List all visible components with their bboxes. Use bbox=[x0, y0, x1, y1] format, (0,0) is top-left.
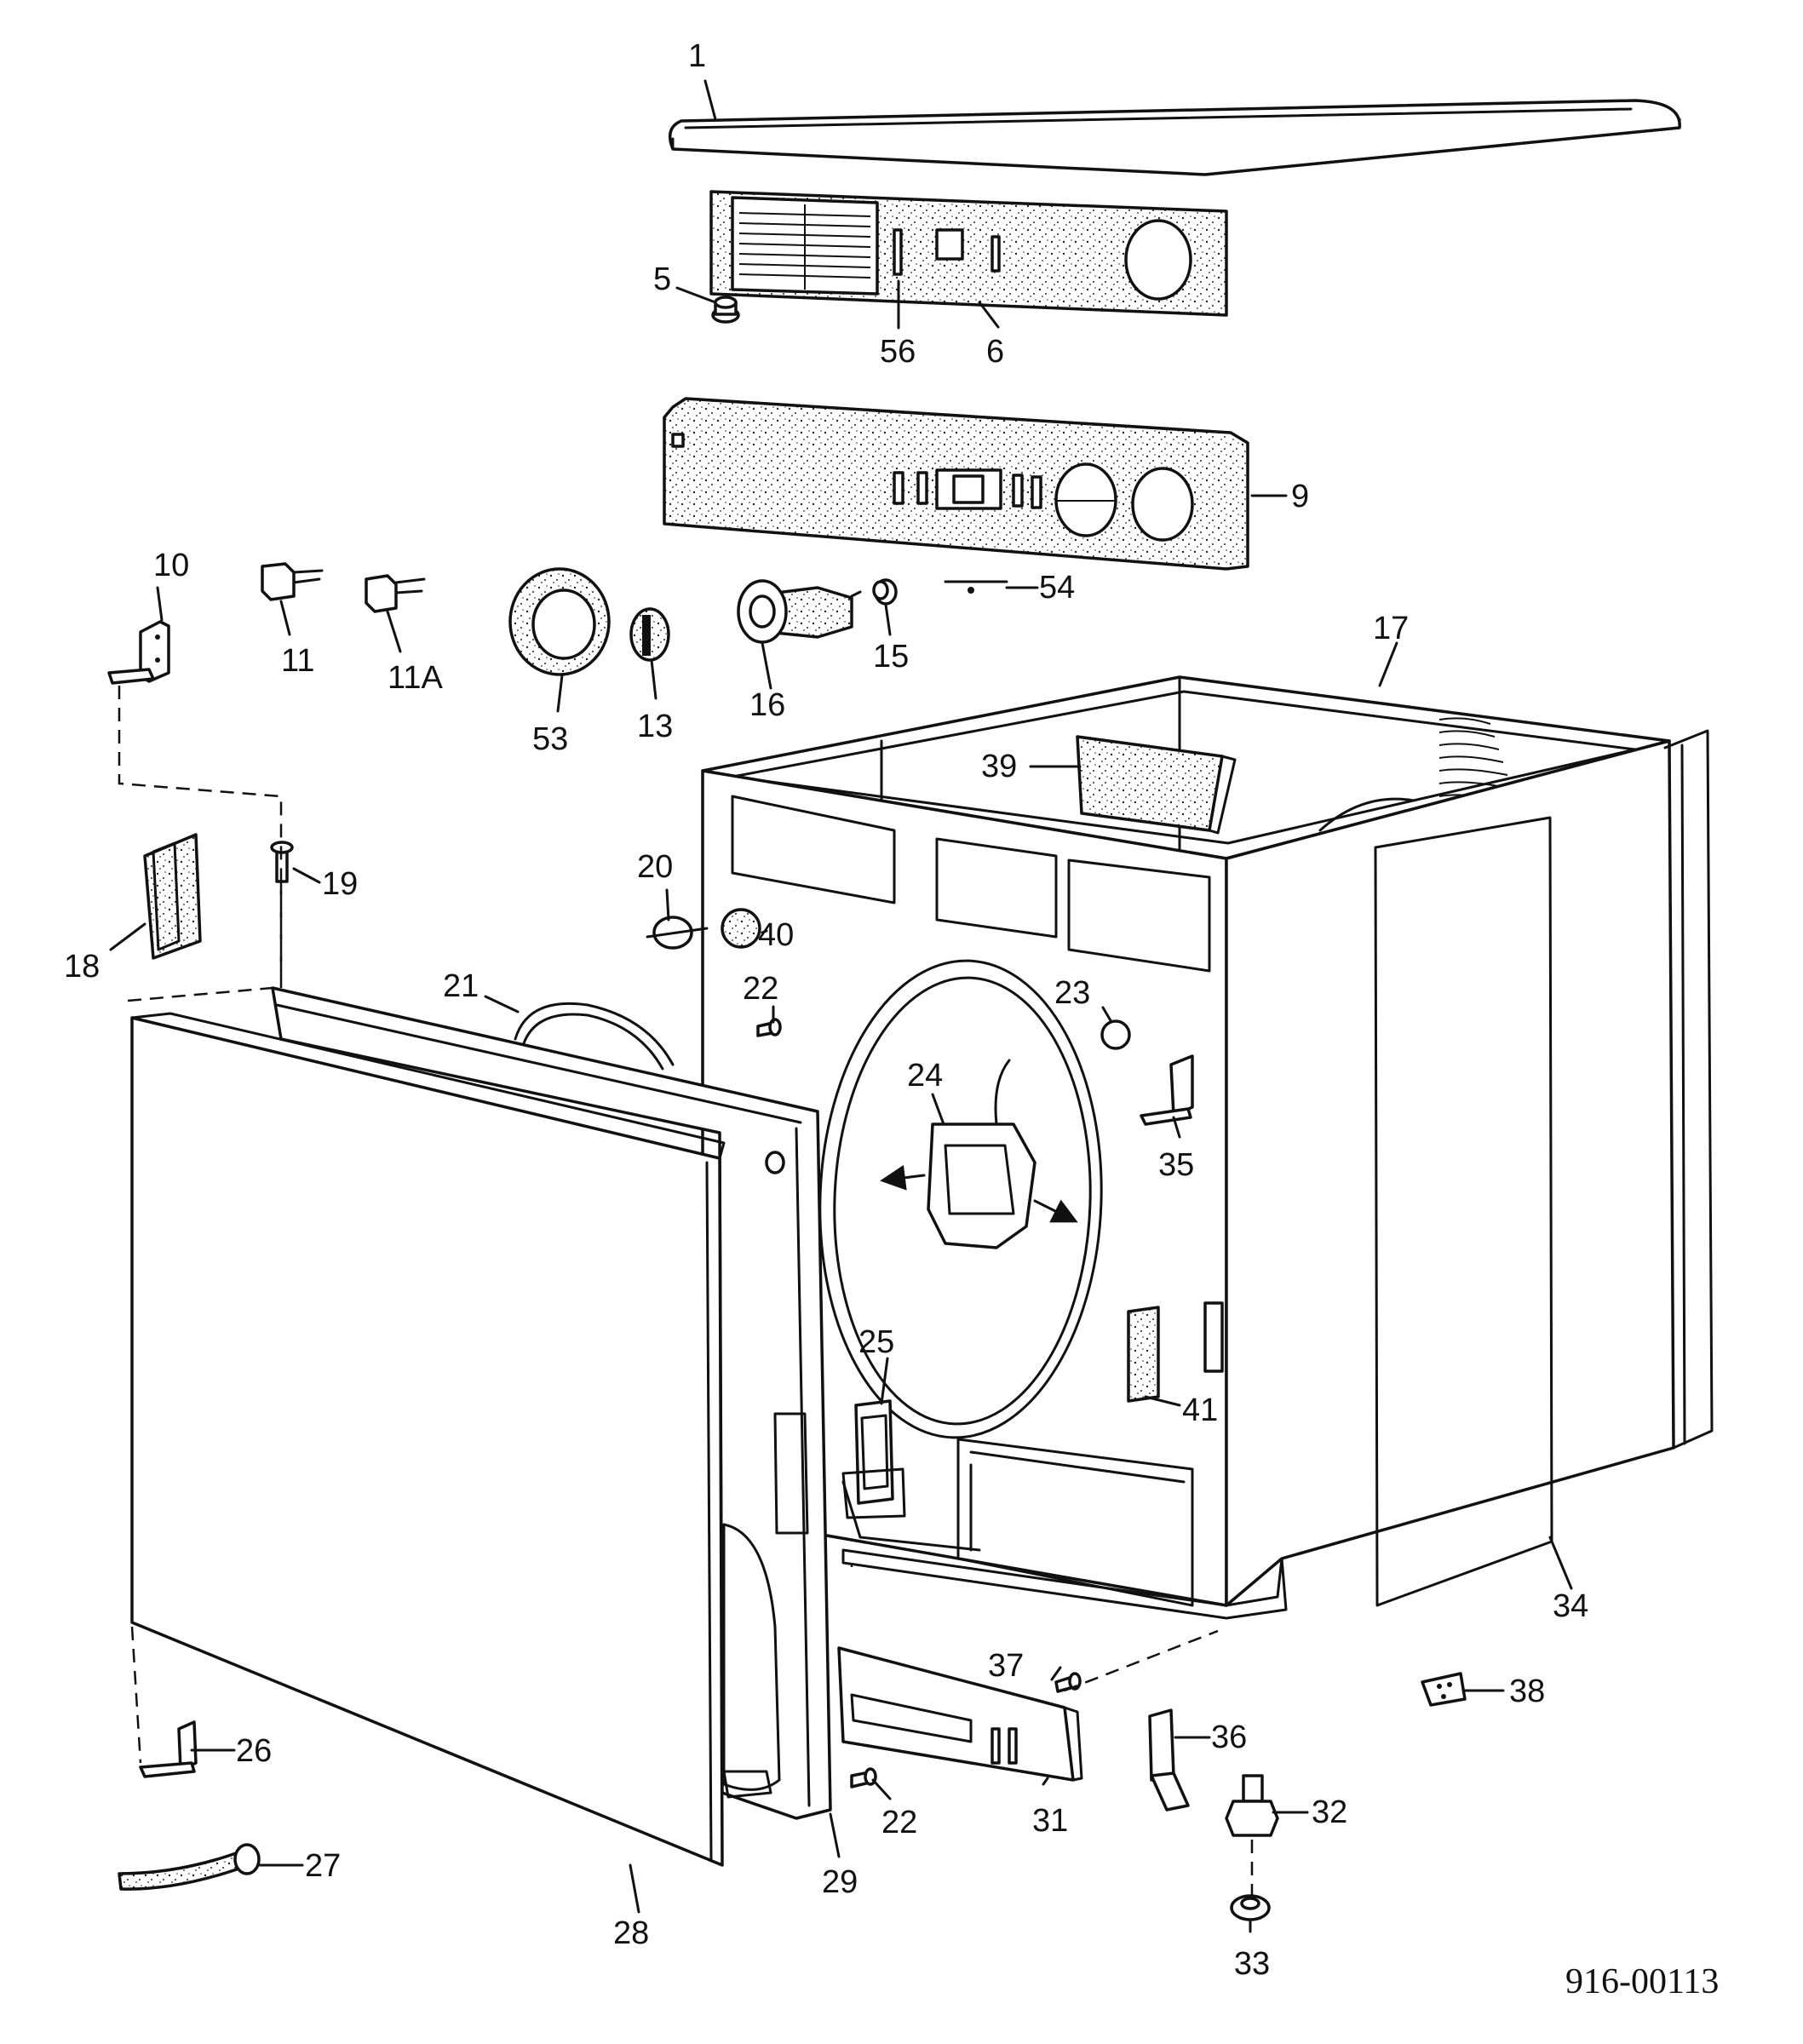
part-32-foot bbox=[1225, 1774, 1279, 1837]
part-9-front-console bbox=[663, 397, 1249, 571]
callout-5: 5 bbox=[653, 261, 671, 297]
callout-31: 31 bbox=[1032, 1803, 1068, 1839]
leader-lines bbox=[109, 79, 1573, 1933]
part-11-switch bbox=[261, 562, 324, 601]
part-22b-screw bbox=[850, 1767, 877, 1788]
callout-18: 18 bbox=[64, 949, 100, 985]
callout-37: 37 bbox=[988, 1648, 1024, 1684]
callout-56: 56 bbox=[880, 334, 916, 370]
part-27-hose bbox=[118, 1843, 261, 1891]
part-41-foam-strip bbox=[1127, 1301, 1224, 1403]
callout-36: 36 bbox=[1211, 1720, 1247, 1755]
part-36-bracket bbox=[1148, 1708, 1190, 1811]
callout-15: 15 bbox=[873, 639, 909, 675]
callout-32: 32 bbox=[1312, 1794, 1347, 1830]
callout-13: 13 bbox=[637, 709, 673, 744]
callout-1: 1 bbox=[688, 38, 706, 74]
callout-38: 38 bbox=[1509, 1674, 1545, 1709]
callout-39: 39 bbox=[981, 749, 1017, 784]
part-13-knob bbox=[629, 607, 670, 662]
callout-25: 25 bbox=[858, 1324, 894, 1360]
callout-41: 41 bbox=[1182, 1392, 1218, 1428]
part-15-nut bbox=[872, 578, 898, 606]
callout-23: 23 bbox=[1054, 975, 1090, 1011]
part-10-bracket bbox=[107, 620, 170, 685]
callout-labels: 1 5 56 6 9 54 10 11 11A 53 13 16 15 17 3… bbox=[64, 38, 1588, 1982]
part-21-gasket bbox=[514, 1002, 675, 1071]
callout-20: 20 bbox=[637, 849, 673, 885]
callout-24: 24 bbox=[907, 1058, 943, 1094]
callout-53: 53 bbox=[532, 721, 568, 757]
part-24-switch-assembly bbox=[880, 1059, 1078, 1249]
assembly-dash-lines bbox=[118, 686, 1254, 1895]
part-29-door-frame bbox=[271, 986, 832, 1820]
part-5-knob bbox=[711, 296, 740, 324]
part-53-ring bbox=[508, 567, 611, 676]
part-20-thermostat bbox=[646, 916, 709, 950]
part-31-kickplate bbox=[837, 1646, 1083, 1782]
callout-33: 33 bbox=[1234, 1946, 1270, 1982]
callout-11: 11 bbox=[281, 643, 314, 679]
part-6-panel-cover bbox=[709, 190, 1228, 317]
part-35-bracket bbox=[1140, 1054, 1194, 1126]
part-33-washer bbox=[1230, 1894, 1271, 1921]
callout-22a: 22 bbox=[743, 971, 778, 1007]
callout-35: 35 bbox=[1158, 1147, 1194, 1183]
part-54-rod bbox=[944, 580, 1008, 594]
callout-10: 10 bbox=[153, 548, 189, 583]
part-22a-screw bbox=[756, 1018, 782, 1037]
part-39-filter bbox=[1076, 735, 1237, 835]
part-25-latch bbox=[841, 1399, 906, 1519]
callout-54: 54 bbox=[1039, 570, 1075, 606]
callout-26: 26 bbox=[236, 1733, 272, 1769]
part-18-handle bbox=[143, 833, 202, 960]
part-11a-switch bbox=[365, 574, 426, 613]
callout-9: 9 bbox=[1291, 479, 1309, 514]
part-23-plug bbox=[1100, 1019, 1131, 1050]
callout-34: 34 bbox=[1553, 1588, 1588, 1624]
callout-16: 16 bbox=[749, 687, 785, 723]
part-40-grommet bbox=[721, 908, 761, 949]
callout-29: 29 bbox=[822, 1864, 858, 1900]
callout-22b: 22 bbox=[881, 1805, 917, 1840]
part-28-door-panel bbox=[130, 1012, 726, 1867]
callout-21: 21 bbox=[443, 968, 479, 1004]
callout-11a: 11A bbox=[388, 660, 443, 696]
part-38-connector bbox=[1421, 1672, 1467, 1707]
callout-28: 28 bbox=[613, 1915, 649, 1951]
callout-19: 19 bbox=[322, 866, 358, 902]
callout-27: 27 bbox=[305, 1848, 341, 1884]
callout-40: 40 bbox=[758, 917, 794, 953]
part-1-top-cover bbox=[668, 99, 1681, 176]
callout-17: 17 bbox=[1373, 611, 1409, 646]
diagram-code: 916-00113 bbox=[1565, 1962, 1719, 2001]
part-26-hinge bbox=[139, 1720, 198, 1778]
callout-6: 6 bbox=[986, 334, 1004, 370]
part-16-lamp-holder bbox=[737, 579, 862, 644]
